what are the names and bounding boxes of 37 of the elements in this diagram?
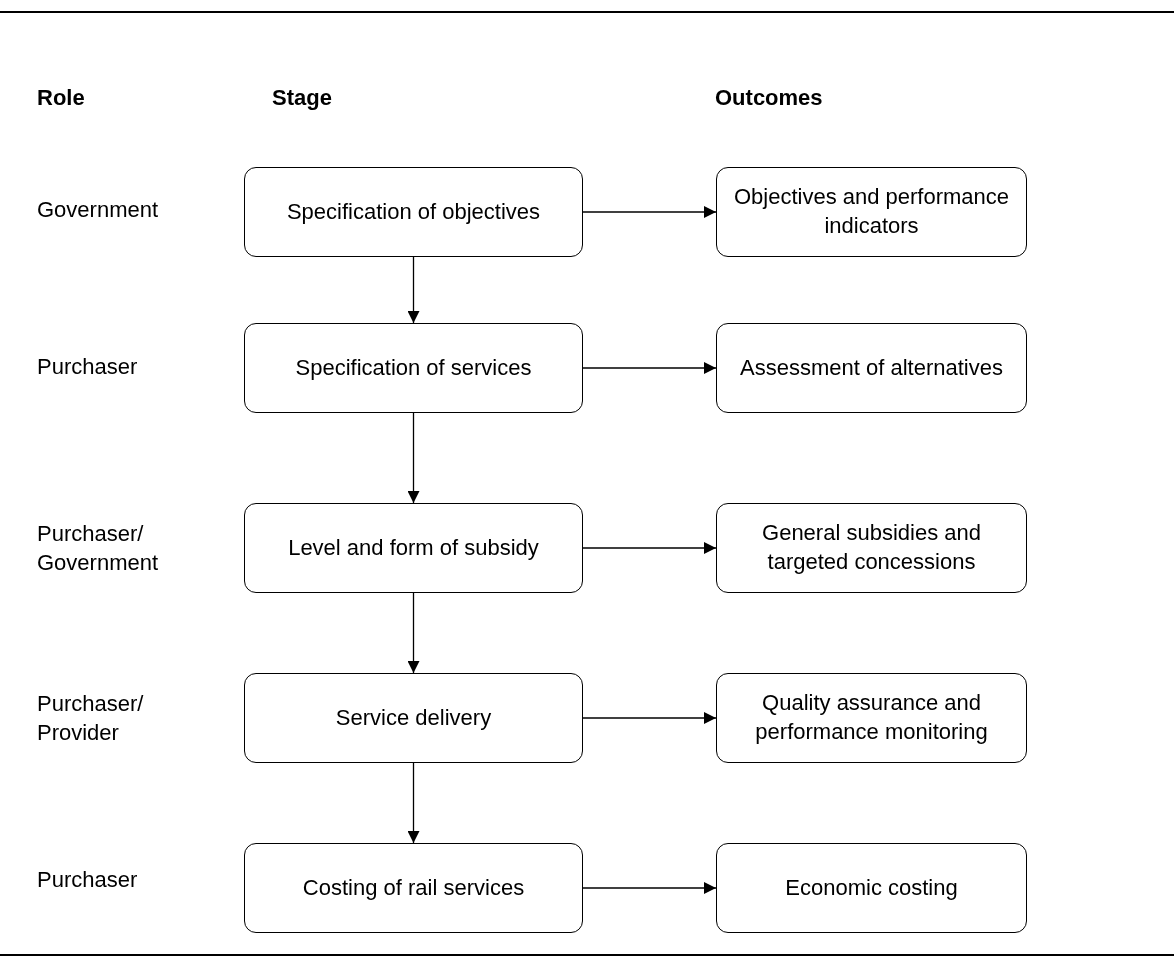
process-box bbox=[244, 503, 583, 593]
process-box bbox=[244, 843, 583, 933]
box-text: Specification of objectives bbox=[286, 197, 541, 226]
box-text: Quality assurance and performance monitoring bbox=[754, 689, 989, 746]
role-label: Purchaser/ Provider bbox=[37, 690, 145, 747]
process-box bbox=[244, 673, 583, 763]
role-label: Purchaser bbox=[37, 353, 139, 381]
box-text: Specification of services bbox=[295, 353, 532, 382]
process-box bbox=[716, 167, 1027, 257]
process-box bbox=[716, 843, 1027, 933]
arrow bbox=[582, 542, 717, 554]
column-heading: Role bbox=[37, 84, 86, 112]
box-text: Level and form of subsidy bbox=[288, 533, 539, 562]
role-label: Purchaser/ Government bbox=[37, 520, 160, 577]
arrow bbox=[407, 412, 420, 504]
box-text: Objectives and performance indicators bbox=[732, 183, 1011, 240]
arrow bbox=[582, 206, 717, 218]
box-text: Economic costing bbox=[785, 873, 958, 902]
box-text: Assessment of alternatives bbox=[740, 353, 1003, 382]
process-box bbox=[716, 323, 1027, 413]
arrow bbox=[582, 712, 717, 724]
arrow bbox=[407, 592, 420, 674]
box-text: Costing of rail services bbox=[302, 873, 525, 902]
process-box bbox=[244, 167, 583, 257]
arrow bbox=[407, 762, 420, 844]
arrow bbox=[407, 256, 420, 324]
box-text: Service delivery bbox=[335, 703, 492, 732]
box-text: General subsidies and targeted concessions bbox=[761, 519, 982, 576]
column-heading: Outcomes bbox=[715, 84, 824, 112]
role-label: Purchaser bbox=[37, 866, 139, 894]
role-label: Government bbox=[37, 196, 160, 224]
column-heading: Stage bbox=[272, 84, 333, 112]
process-box bbox=[716, 503, 1027, 593]
arrow bbox=[582, 362, 717, 374]
process-box bbox=[244, 323, 583, 413]
arrow bbox=[582, 882, 717, 894]
process-box bbox=[716, 673, 1027, 763]
